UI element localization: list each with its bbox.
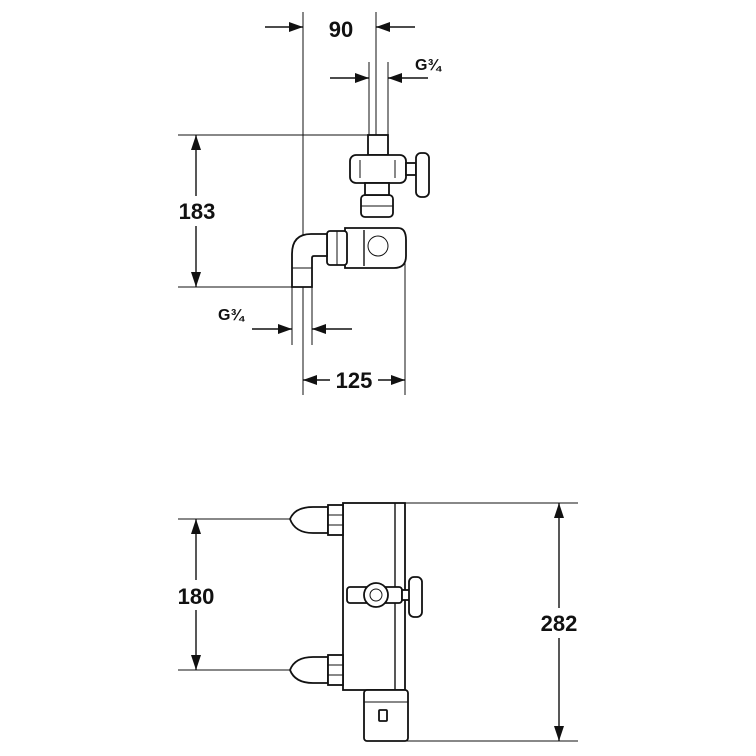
dimension-top-thread: G¾ <box>330 57 442 83</box>
dimension-bottom-thread-label: G¾ <box>218 307 245 324</box>
dimension-180-label: 180 <box>178 584 215 609</box>
dimension-183: 183 <box>170 135 225 287</box>
dimension-top-thread-label: G¾ <box>415 57 442 74</box>
dimension-125-label: 125 <box>336 368 373 393</box>
dimension-90-label: 90 <box>329 17 353 42</box>
dimension-282: 282 <box>530 503 590 741</box>
front-view: 180 282 <box>170 502 590 742</box>
dimension-90: 90 <box>265 17 415 42</box>
dimension-282-label: 282 <box>541 611 578 636</box>
mixer-front-profile <box>289 502 423 742</box>
dimension-180: 180 <box>170 519 225 670</box>
side-view: 90 G¾ 183 G¾ <box>170 12 442 395</box>
dimension-183-label: 183 <box>179 199 216 224</box>
mixer-side-profile <box>291 134 430 288</box>
dimension-bottom-thread: G¾ <box>218 307 352 334</box>
dimension-125: 125 <box>303 368 405 393</box>
